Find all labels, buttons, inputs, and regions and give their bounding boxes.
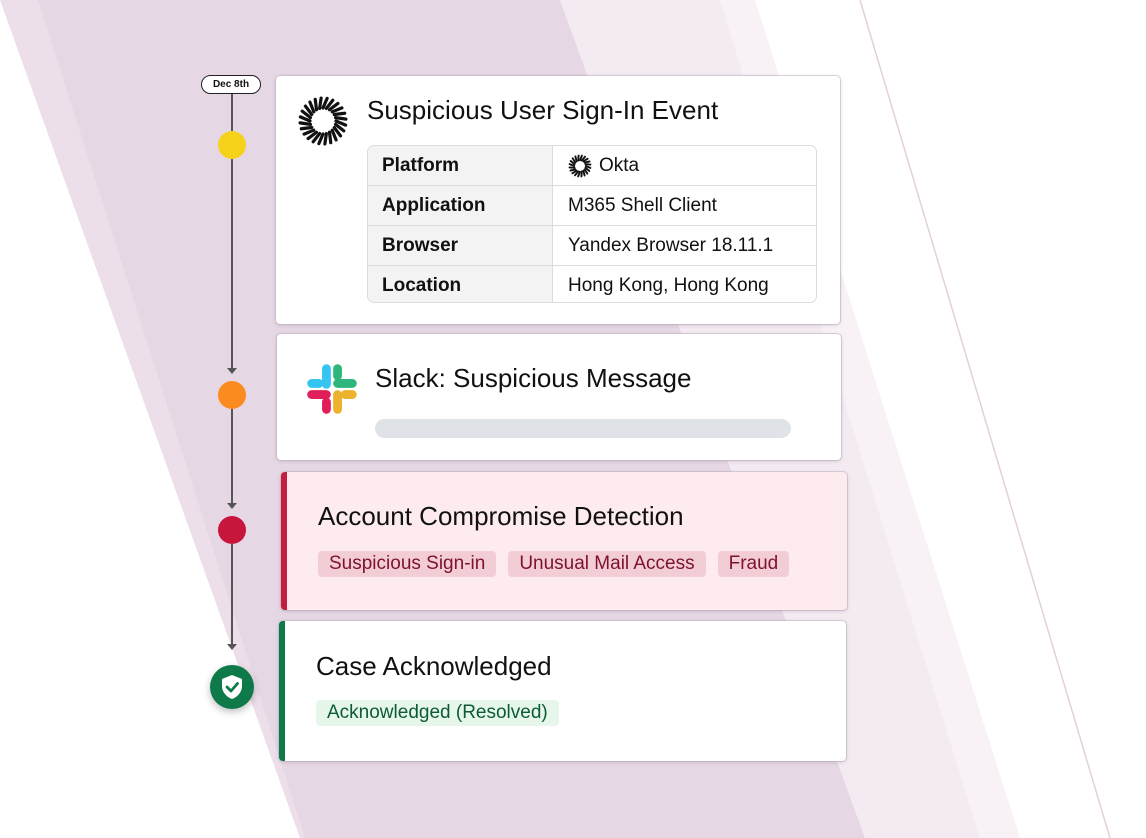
message-placeholder-bar — [375, 419, 791, 438]
detection-card-title: Account Compromise Detection — [318, 501, 684, 531]
table-row: Location Hong Kong, Hong Kong — [368, 266, 816, 302]
arrow-down-icon — [227, 644, 237, 650]
row-key-application: Application — [368, 186, 552, 225]
slack-logo-icon — [307, 364, 357, 419]
okta-sunburst-icon — [298, 96, 348, 151]
table-row: Application M365 Shell Client — [368, 186, 816, 226]
ack-tags: Acknowledged (Resolved) — [316, 700, 559, 726]
timeline-connector — [231, 544, 233, 647]
signin-event-card[interactable]: Suspicious User Sign-In Event Platform O… — [276, 76, 840, 324]
status-badge[interactable]: Acknowledged (Resolved) — [316, 700, 559, 726]
row-key-location: Location — [368, 266, 552, 302]
tag-fraud[interactable]: Fraud — [717, 551, 790, 577]
ack-card-title: Case Acknowledged — [316, 651, 552, 681]
row-value-location: Hong Kong, Hong Kong — [552, 266, 816, 302]
row-key-browser: Browser — [368, 226, 552, 265]
event-dot-detection[interactable] — [218, 516, 246, 544]
tag-suspicious-signin[interactable]: Suspicious Sign-in — [318, 551, 497, 577]
slack-message-card[interactable]: Slack: Suspicious Message — [277, 334, 841, 460]
row-value-platform: Okta — [552, 146, 816, 185]
timeline-connector — [231, 409, 233, 506]
signin-card-title: Suspicious User Sign-In Event — [367, 95, 719, 125]
detection-tags: Suspicious Sign-in Unusual Mail Access F… — [318, 551, 790, 577]
case-acknowledged-card[interactable]: Case Acknowledged Acknowledged (Resolved… — [279, 621, 846, 761]
event-dot-slack[interactable] — [218, 381, 246, 409]
arrow-down-icon — [227, 503, 237, 509]
timeline-connector — [231, 159, 233, 371]
table-row: Browser Yandex Browser 18.11.1 — [368, 226, 816, 266]
row-key-platform: Platform — [368, 146, 552, 185]
date-label: Dec 8th — [201, 75, 261, 94]
shield-check-icon[interactable] — [210, 665, 254, 709]
timeline-connector — [231, 94, 233, 131]
platform-name: Okta — [599, 154, 640, 176]
tag-unusual-mail-access[interactable]: Unusual Mail Access — [508, 551, 706, 577]
arrow-down-icon — [227, 368, 237, 374]
okta-icon — [568, 154, 592, 178]
row-value-browser: Yandex Browser 18.11.1 — [552, 226, 816, 265]
table-row: Platform Okta — [368, 146, 816, 186]
detection-card[interactable]: Account Compromise Detection Suspicious … — [281, 472, 847, 610]
slack-card-title: Slack: Suspicious Message — [375, 363, 692, 393]
event-dot-signin[interactable] — [218, 131, 246, 159]
signin-details-table: Platform Okta Application M365 Shell Cli… — [367, 145, 817, 303]
row-value-application: M365 Shell Client — [552, 186, 816, 225]
